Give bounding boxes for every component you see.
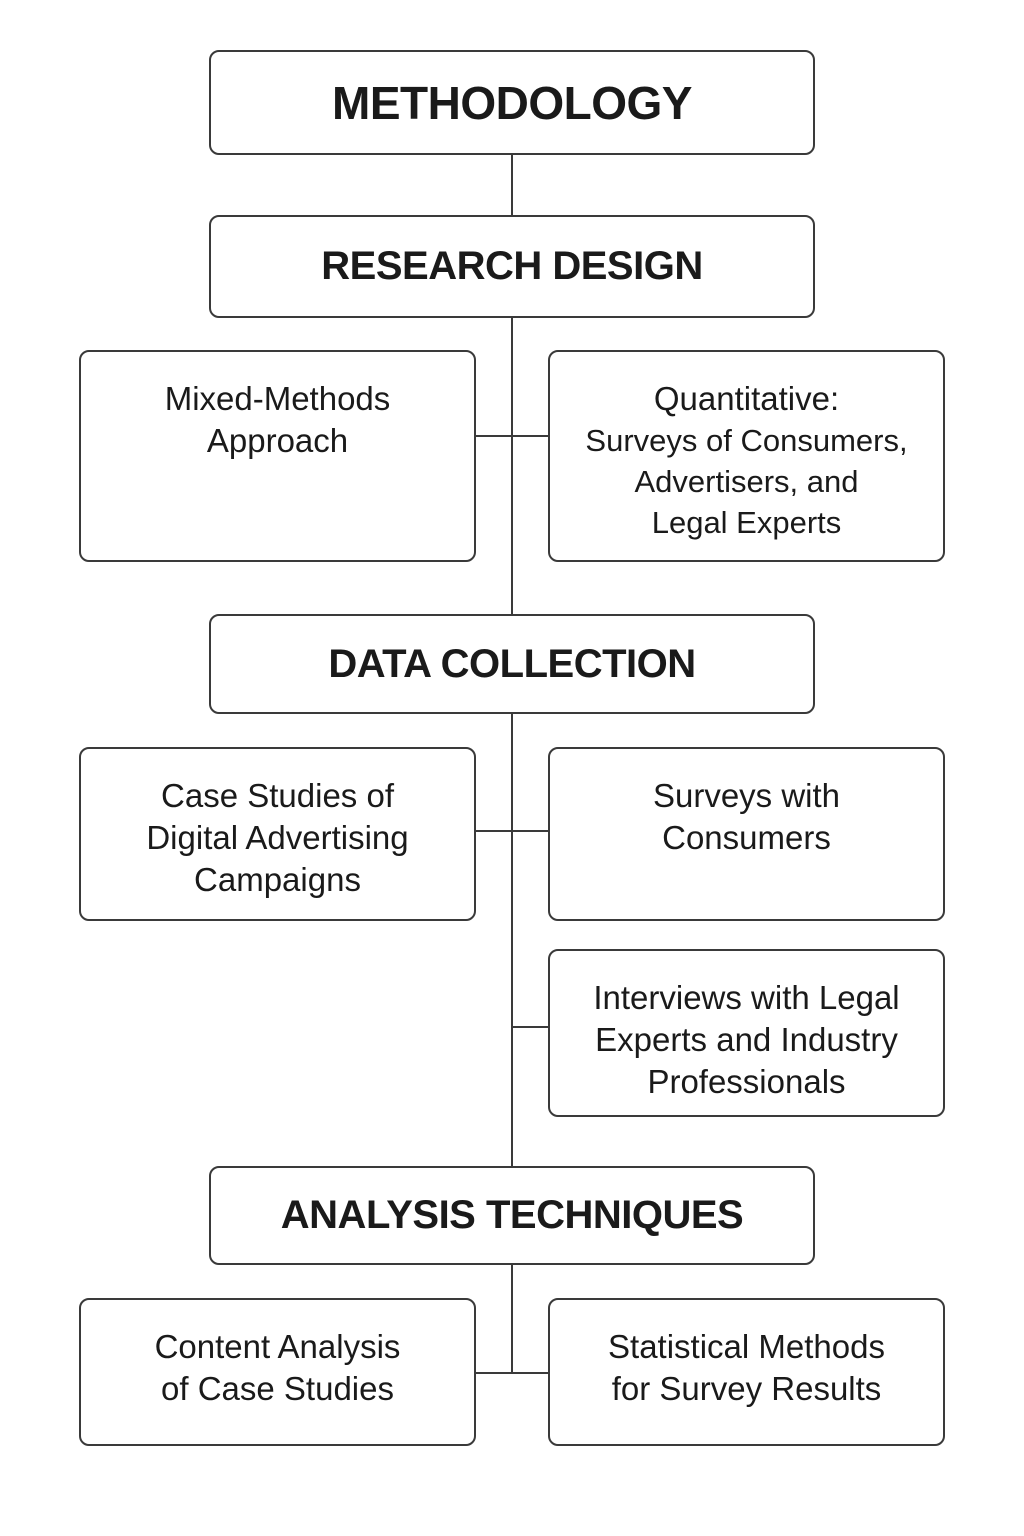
content-analysis-box: Content Analysis of Case Studies <box>79 1298 476 1446</box>
box-text: Interviews with Legal <box>593 979 900 1016</box>
case-studies-box: Case Studies of Digital Advertising Camp… <box>79 747 476 921</box>
box-text: Content Analysis <box>154 1328 401 1365</box>
box-text: Case Studies of <box>161 777 394 814</box>
analysis-techniques-box: ANALYSIS TECHNIQUES <box>209 1166 815 1265</box>
box-text: Professionals <box>647 1063 846 1100</box>
data-collection-heading: DATA COLLECTION <box>328 641 696 686</box>
box-text: Consumers <box>662 819 831 856</box>
analysis-techniques-heading: ANALYSIS TECHNIQUES <box>280 1193 744 1237</box>
data-collection-box: DATA COLLECTION <box>209 614 815 714</box>
box-text: Mixed-Methods <box>164 380 391 417</box>
box-text: Legal Experts <box>651 505 842 540</box>
box-text: Approach <box>206 422 349 459</box>
box-text: Campaigns <box>194 861 361 898</box>
box-text: Surveys with <box>652 777 841 814</box>
box-text: of Case Studies <box>161 1370 394 1407</box>
methodology-title-box: METHODOLOGY <box>209 50 815 155</box>
mixed-methods-box: Mixed-Methods Approach <box>79 350 476 562</box>
box-text: Experts and Industry <box>595 1021 898 1058</box>
box-text: Quantitative: <box>653 380 840 417</box>
box-text: for Survey Results <box>611 1370 882 1407</box>
box-text: Digital Advertising <box>146 819 409 856</box>
box-text: Statistical Methods <box>608 1328 885 1365</box>
statistical-methods-box: Statistical Methods for Survey Results <box>548 1298 945 1446</box>
research-design-box: RESEARCH DESIGN <box>209 215 815 318</box>
box-text: Surveys of Consumers, <box>585 423 908 458</box>
interviews-box: Interviews with Legal Experts and Indust… <box>548 949 945 1117</box>
consumer-surveys-box: Surveys with Consumers <box>548 747 945 921</box>
methodology-title: METHODOLOGY <box>332 76 692 129</box>
box-text: Advertisers, and <box>634 464 859 499</box>
research-design-heading: RESEARCH DESIGN <box>321 244 703 288</box>
quantitative-box: Quantitative: Surveys of Consumers, Adve… <box>548 350 945 562</box>
